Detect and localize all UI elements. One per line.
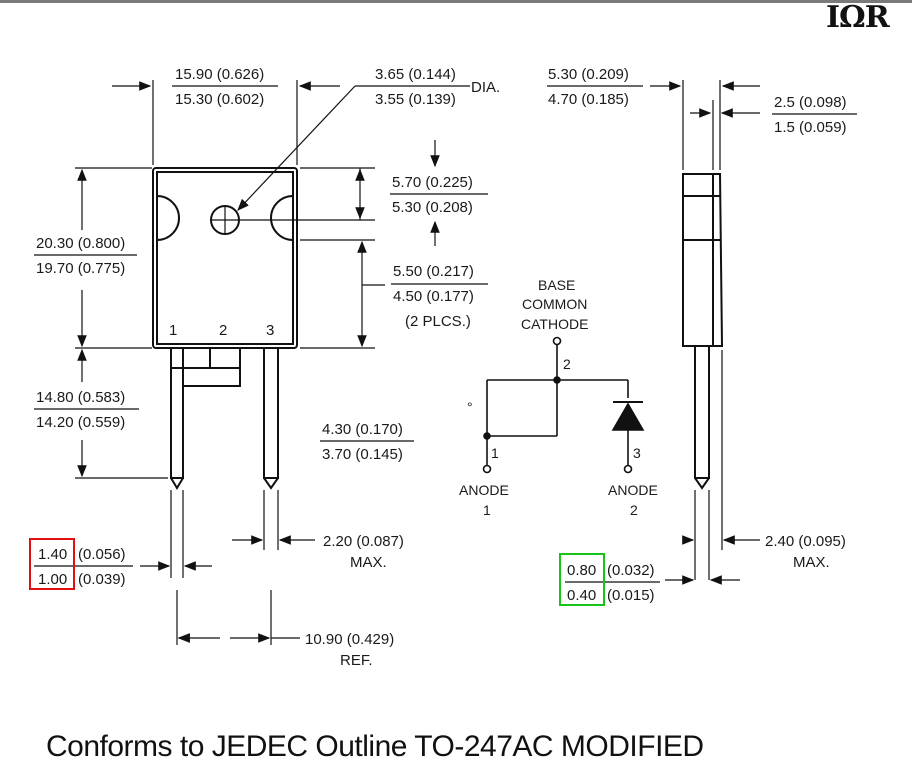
pin-number-1: 1	[169, 322, 177, 339]
dim-body-height-max: 20.30 (0.800)	[36, 235, 125, 252]
dim-hole-pos-max: 5.70 (0.225)	[392, 174, 473, 191]
dim-thickness-min: 4.70 (0.185)	[548, 91, 629, 108]
dim-lead-width-min-in: (0.039)	[78, 571, 126, 588]
package-body	[152, 167, 298, 349]
dim-shoulder-min: 3.70 (0.145)	[322, 446, 403, 463]
anode1-number: 1	[483, 502, 491, 518]
package-outline-drawing: 1 2 3	[34, 66, 857, 669]
schematic-pin-1: 1	[491, 445, 499, 461]
package-body-inner	[156, 171, 294, 345]
side-view	[650, 80, 760, 585]
dim-span: 10.90 (0.429)	[305, 631, 394, 648]
dim-body-width-max: 15.90 (0.626)	[175, 66, 264, 83]
anode2-label: ANODE	[608, 482, 658, 498]
schematic-common-label: COMMON	[522, 296, 587, 312]
dim-lead-width-max-in: (0.056)	[78, 546, 126, 563]
lead-3	[263, 347, 279, 479]
front-view	[152, 167, 298, 490]
dim-hole-dia-max: 3.65 (0.144)	[375, 66, 456, 83]
dim-lead-width-min-mm: 1.00	[38, 571, 67, 588]
schematic	[482, 336, 645, 474]
dim-notch-min: 4.50 (0.177)	[393, 288, 474, 305]
dim-shoulder-max: 4.30 (0.170)	[322, 421, 403, 438]
dim-body-width-min: 15.30 (0.602)	[175, 91, 264, 108]
dim-body-height-min: 19.70 (0.775)	[36, 260, 125, 277]
dim-lead-pitch: 2.20 (0.087)	[323, 533, 404, 550]
dim-lead-thk-min-mm: 0.40	[567, 587, 596, 604]
dim-lead-length-min: 14.20 (0.559)	[36, 414, 125, 431]
caption: Conforms to JEDEC Outline TO-247AC MODIF…	[46, 730, 704, 763]
dim-thickness-max: 5.30 (0.209)	[548, 66, 629, 83]
schematic-base-label: BASE	[538, 277, 575, 293]
schematic-pin-2: 2	[563, 356, 571, 372]
schematic-cathode-label: CATHODE	[521, 316, 588, 332]
ir-logo: IΩR	[826, 0, 890, 35]
dim-lead-length-max: 14.80 (0.583)	[36, 389, 125, 406]
dim-tab-thk-min: 1.5 (0.059)	[774, 119, 847, 136]
dim-tab-thk-max: 2.5 (0.098)	[774, 94, 847, 111]
highlight-box-red	[29, 538, 75, 590]
dim-hole-pos-min: 5.30 (0.208)	[392, 199, 473, 216]
dim-side-lead: 2.40 (0.095)	[765, 533, 846, 550]
right-notch	[270, 195, 294, 241]
top-border	[0, 0, 912, 3]
anode1-label: ANODE	[459, 482, 509, 498]
schematic-dot: °	[467, 399, 473, 415]
anode2-number: 2	[630, 502, 638, 518]
diode-symbol	[611, 402, 645, 431]
pin-number-3: 3	[266, 322, 274, 339]
dim-span-note: REF.	[340, 652, 373, 669]
side-body	[682, 173, 724, 347]
lead-2-stub	[209, 347, 241, 369]
dim-notch-note: (2 PLCS.)	[405, 313, 471, 330]
dim-hole-dia-min: 3.55 (0.139)	[375, 91, 456, 108]
dim-lead-thk-max-mm: 0.80	[567, 562, 596, 579]
schematic-pin-3: 3	[633, 445, 641, 461]
dim-lead-pitch-note: MAX.	[350, 554, 387, 571]
dim-side-lead-note: MAX.	[793, 554, 830, 571]
pin-number-2: 2	[219, 322, 227, 339]
dim-lead-width-max-mm: 1.40	[38, 546, 67, 563]
dim-hole-dia-suffix: DIA.	[471, 79, 500, 96]
lead-1	[170, 367, 184, 479]
dim-notch-max: 5.50 (0.217)	[393, 263, 474, 280]
dim-lead-thk-max-in: (0.032)	[607, 562, 655, 579]
highlight-box-green	[559, 553, 605, 606]
side-lead	[694, 345, 710, 479]
left-notch	[156, 195, 180, 241]
dimension-lines	[75, 80, 440, 645]
dim-lead-thk-min-in: (0.015)	[607, 587, 655, 604]
